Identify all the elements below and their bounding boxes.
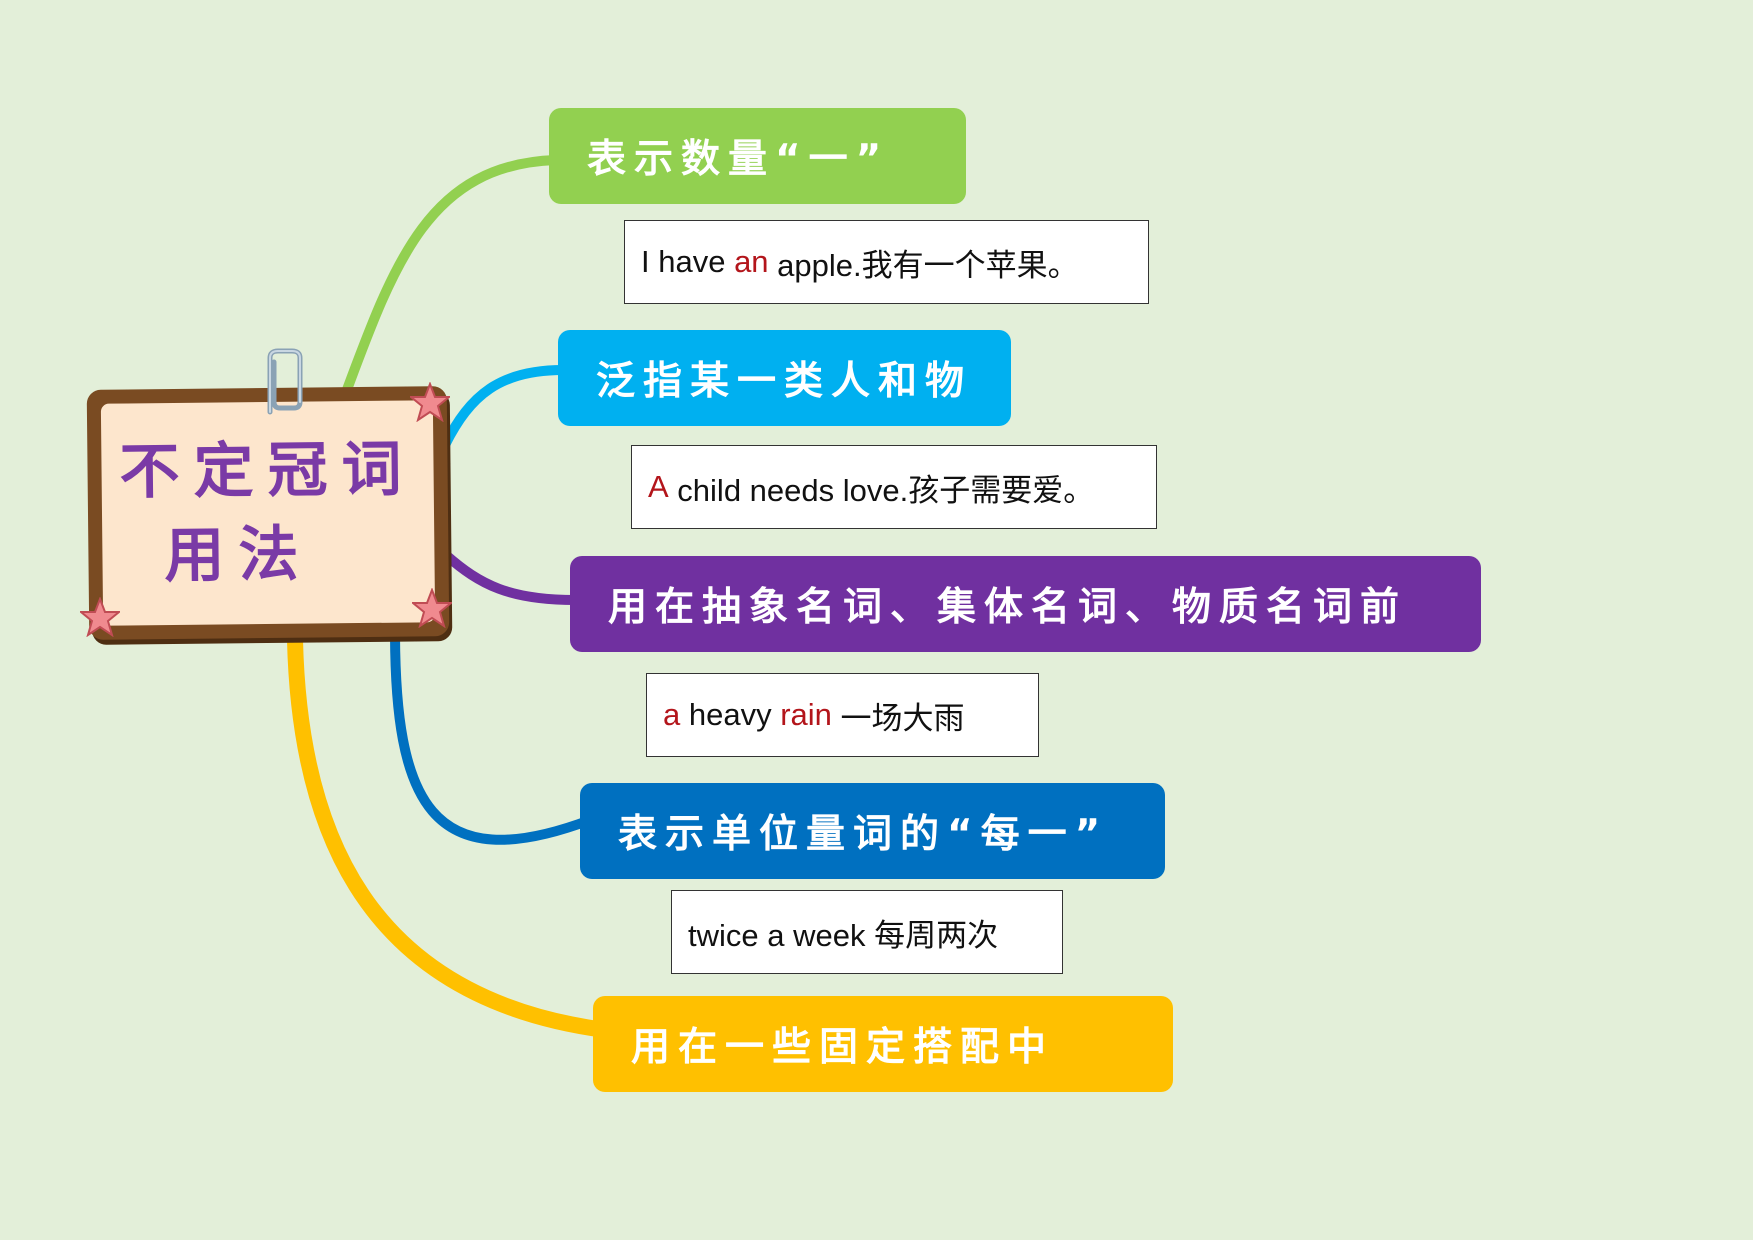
branch-2-example: A child needs love.孩子需要爱。 [631, 445, 1157, 529]
branch-2-box: 泛指某一类人和物 [558, 330, 1011, 426]
branch-4-label: 表示单位量词的“每一” [618, 812, 1109, 857]
example-1-text-pre: I have [641, 244, 735, 279]
branch-2-label: 泛指某一类人和物 [596, 359, 973, 404]
connector-1 [340, 155, 560, 400]
branch-5-label: 用在一些固定搭配中 [631, 1025, 1055, 1070]
example-2-text: child needs love.孩子需要爱。 [668, 472, 1095, 508]
star-icon-bottom-left [80, 597, 120, 637]
branch-4-example: twice a week 每周两次 [671, 890, 1063, 974]
branch-3-example: a heavy rain 一场大雨 [646, 673, 1039, 757]
branch-4-box: 表示单位量词的“每一” [580, 783, 1165, 879]
example-1-highlight: an [734, 244, 769, 279]
connector-2 [440, 365, 568, 450]
example-2-highlight: A [648, 469, 669, 504]
branch-1-label: 表示数量“一” [587, 137, 890, 182]
connector-4 [390, 625, 595, 845]
branch-1-example: I have an apple.我有一个苹果。 [624, 220, 1149, 304]
star-icon-top-right [410, 382, 450, 422]
central-board: 不定冠词 用法 [86, 386, 450, 640]
central-board-inner: 不定冠词 用法 [100, 400, 436, 626]
branch-3-label: 用在抽象名词、集体名词、物质名词前 [608, 585, 1408, 630]
branch-3-box: 用在抽象名词、集体名词、物质名词前 [570, 556, 1481, 652]
branch-5-box: 用在一些固定搭配中 [593, 996, 1173, 1092]
example-3-highlight-rain: rain [780, 697, 832, 732]
central-title-line1: 不定冠词 [119, 434, 416, 508]
star-icon-bottom-right [412, 588, 452, 628]
example-1-text-post: apple.我有一个苹果。 [768, 247, 1079, 283]
example-3-highlight-a: a [663, 697, 681, 732]
connector-5 [287, 632, 613, 1038]
branch-1-box: 表示数量“一” [549, 108, 966, 204]
connector-3 [441, 550, 580, 605]
paper-clip-icon [267, 348, 303, 415]
example-3-text-mid: heavy [680, 697, 781, 732]
central-title-line2: 用法 [164, 519, 313, 592]
example-4-text: twice a week 每周两次 [688, 917, 999, 953]
example-3-text-post: 一场大雨 [831, 700, 965, 736]
